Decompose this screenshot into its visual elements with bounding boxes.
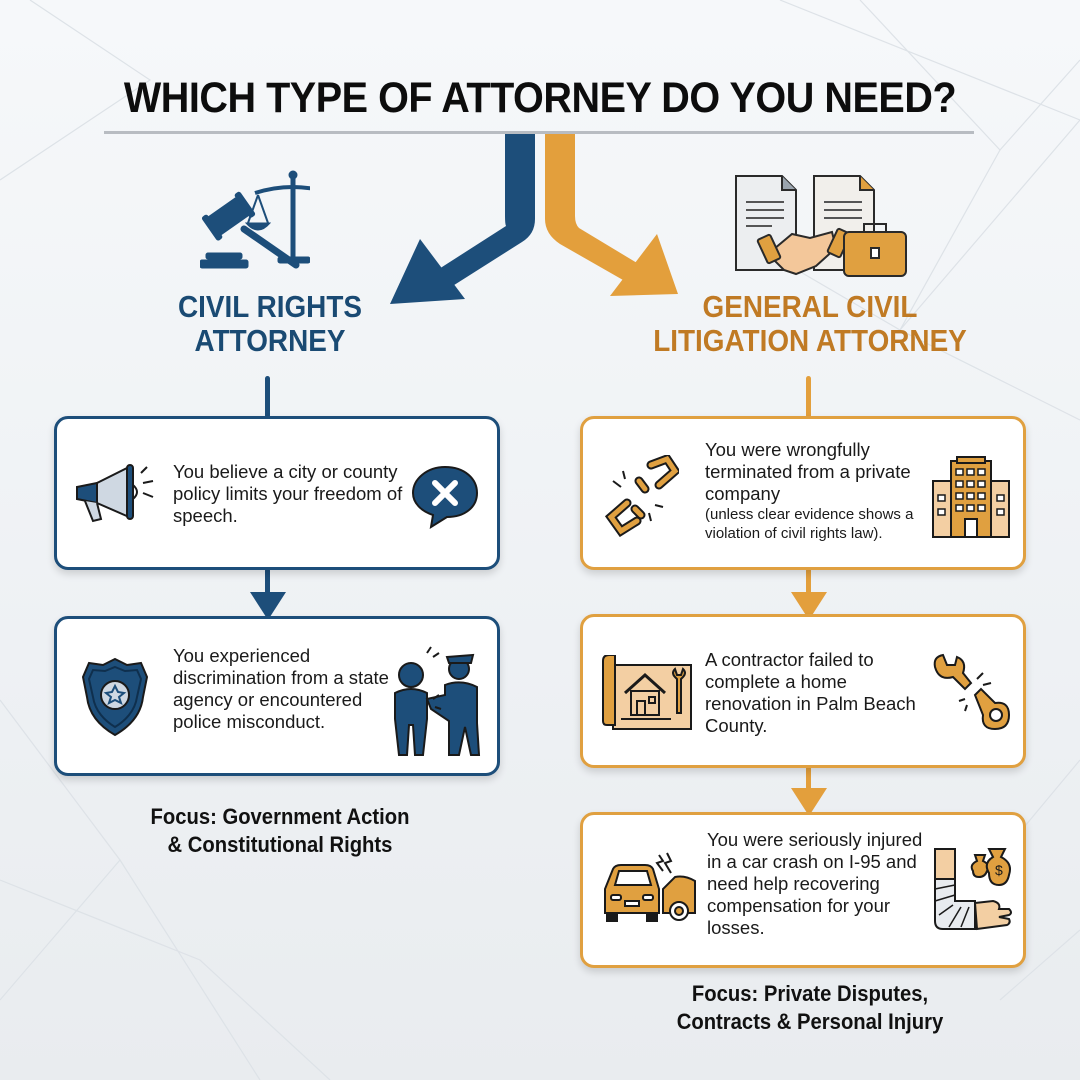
general-civil-heading-line1: GENERAL CIVIL (702, 289, 918, 324)
general-civil-card-1: You were wrongfully terminated from a pr… (580, 416, 1026, 570)
card-text: You were seriously injured in a car cras… (707, 829, 923, 938)
card-text: A contractor failed to complete a home r… (705, 649, 916, 736)
broken-chain-icon (604, 455, 679, 537)
focus-line1: Focus: Government Action (150, 804, 410, 829)
title-divider (104, 131, 974, 134)
general-civil-card-3: You were seriously injured in a car cras… (580, 812, 1026, 968)
card-text-block: You were wrongfully terminated from a pr… (705, 439, 925, 543)
card-text: You were wrongfully terminated from a pr… (705, 439, 911, 504)
broken-wrench-icon (933, 653, 1011, 731)
civil-rights-card-1: You believe a city or county policy limi… (54, 416, 500, 570)
arrow-right-icon (545, 134, 678, 296)
civil-rights-focus: Focus: Government Action & Constitutiona… (124, 803, 437, 859)
civil-rights-heading: CIVIL RIGHTS ATTORNEY (135, 290, 405, 358)
connector-left-2 (265, 568, 270, 596)
police-misconduct-icon (394, 646, 481, 756)
arrow-down-right-2-icon (791, 788, 827, 816)
connector-right-3 (806, 766, 811, 792)
focus-line1: Focus: Private Disputes, (691, 981, 929, 1006)
general-civil-focus: Focus: Private Disputes, Contracts & Per… (644, 980, 975, 1036)
gavel-and-scales-icon (200, 170, 310, 269)
card-text: You believe a city or county policy limi… (173, 461, 403, 526)
page-title: WHICH TYPE OF ATTORNEY DO YOU NEED? (123, 74, 957, 122)
branch-arrows (390, 134, 678, 304)
documents-handshake-briefcase-icon (735, 175, 907, 277)
civil-rights-heading-line2: ATTORNEY (194, 323, 346, 358)
card-note: (unless clear evidence shows a violation… (705, 506, 914, 542)
connector-right-2 (806, 568, 811, 594)
injury-compensation-icon: $ (934, 848, 1012, 931)
connector-left-1 (265, 376, 270, 418)
arrow-left-icon (390, 134, 535, 304)
general-civil-heading-line2: LITIGATION ATTORNEY (653, 323, 967, 358)
svg-text:$: $ (995, 862, 1003, 878)
card-text: You experienced discrimination from a st… (173, 645, 389, 732)
general-civil-card-2: A contractor failed to complete a home r… (580, 614, 1026, 768)
civil-rights-heading-line1: CIVIL RIGHTS (178, 289, 362, 324)
focus-line2: Contracts & Personal Injury (676, 1009, 944, 1034)
connector-right-1 (806, 376, 811, 418)
megaphone-icon (76, 464, 154, 523)
house-blueprint-icon (602, 655, 692, 730)
civil-rights-card-2: You experienced discrimination from a st… (54, 616, 500, 776)
car-crash-icon (604, 852, 696, 922)
speech-bubble-x-icon (411, 465, 479, 529)
office-building-icon (932, 456, 1010, 538)
arrow-down-left-icon (250, 592, 286, 620)
arrow-down-right-1-icon (791, 592, 827, 620)
police-badge-icon (81, 657, 149, 737)
general-civil-heading: GENERAL CIVIL LITIGATION ATTORNEY (648, 290, 972, 358)
focus-line2: & Constitutional Rights (167, 832, 393, 857)
